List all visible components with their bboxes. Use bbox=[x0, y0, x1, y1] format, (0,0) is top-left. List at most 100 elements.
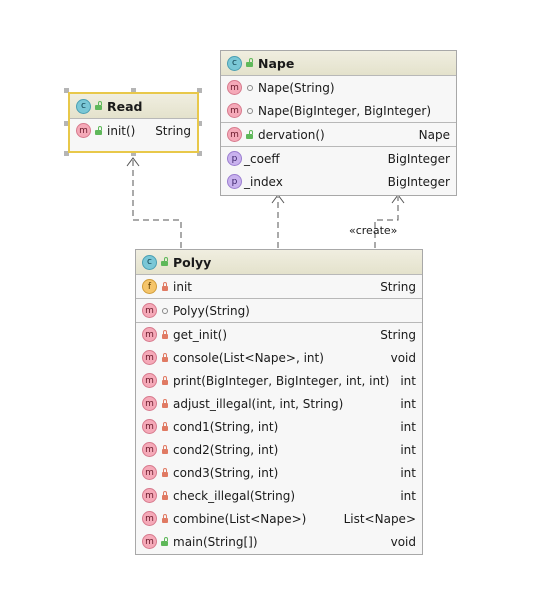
lock-icon bbox=[160, 444, 169, 454]
method-icon: m bbox=[142, 303, 157, 318]
class-read-name: Read bbox=[107, 98, 143, 114]
method-type: int bbox=[400, 396, 416, 411]
field-icon: f bbox=[142, 279, 157, 294]
property-name: _coeff bbox=[244, 151, 280, 166]
method-type: int bbox=[400, 373, 416, 388]
method-type: int bbox=[400, 465, 416, 480]
member-row[interactable]: m Nape(String) bbox=[221, 76, 456, 99]
method-type: int bbox=[400, 488, 416, 503]
property-name: _index bbox=[244, 174, 283, 189]
member-row[interactable]: p _index BigInteger bbox=[221, 170, 456, 193]
method-name: combine(List<Nape>) bbox=[173, 511, 307, 526]
method-name: init() bbox=[107, 123, 136, 138]
method-name: cond2(String, int) bbox=[173, 442, 279, 457]
method-name: cond3(String, int) bbox=[173, 465, 279, 480]
selection-handle[interactable] bbox=[64, 151, 69, 156]
member-row[interactable]: m cond2(String, int) int bbox=[136, 438, 422, 461]
selection-handle[interactable] bbox=[131, 88, 136, 93]
member-row[interactable]: m Nape(BigInteger, BigInteger) bbox=[221, 99, 456, 122]
member-row[interactable]: m Polyy(String) bbox=[136, 298, 422, 322]
selection-handle[interactable] bbox=[64, 121, 69, 126]
method-type: List<Nape> bbox=[343, 511, 416, 526]
member-row[interactable]: m print(BigInteger, BigInteger, int, int… bbox=[136, 369, 422, 392]
class-read-header[interactable]: c Read bbox=[70, 94, 197, 119]
class-icon: c bbox=[227, 55, 242, 71]
class-nape[interactable]: c Nape m Nape(String) m Nape(BigInteger,… bbox=[220, 50, 457, 196]
member-row[interactable]: m dervation() Nape bbox=[221, 122, 456, 146]
public-icon bbox=[160, 536, 169, 546]
member-row[interactable]: m check_illegal(String) int bbox=[136, 484, 422, 507]
constructor-name: Nape(BigInteger, BigInteger) bbox=[258, 103, 432, 118]
lock-icon bbox=[160, 281, 169, 291]
method-icon: m bbox=[142, 534, 157, 549]
arrowhead-read bbox=[126, 157, 140, 167]
lock-icon bbox=[160, 375, 169, 385]
method-type: int bbox=[400, 419, 416, 434]
edge-polyy-read bbox=[132, 160, 182, 248]
public-icon bbox=[94, 101, 103, 111]
method-type: int bbox=[400, 442, 416, 457]
method-icon: m bbox=[142, 488, 157, 503]
method-icon: m bbox=[142, 511, 157, 526]
lock-icon bbox=[160, 421, 169, 431]
selection-handle[interactable] bbox=[64, 88, 69, 93]
lock-icon bbox=[160, 490, 169, 500]
method-type: String bbox=[155, 123, 191, 138]
constructor-name: Nape(String) bbox=[258, 80, 335, 95]
selection-handle[interactable] bbox=[197, 151, 202, 156]
edge-polyy-nape-create bbox=[374, 197, 399, 248]
class-icon: c bbox=[76, 98, 91, 114]
lock-icon bbox=[160, 329, 169, 339]
selection-handle[interactable] bbox=[197, 88, 202, 93]
class-polyy-name: Polyy bbox=[173, 254, 212, 270]
method-icon: m bbox=[142, 396, 157, 411]
member-row[interactable]: m console(List<Nape>, int) void bbox=[136, 346, 422, 369]
method-icon: m bbox=[142, 442, 157, 457]
field-name: init bbox=[173, 279, 192, 294]
method-icon: m bbox=[227, 127, 242, 142]
member-row[interactable]: m cond1(String, int) int bbox=[136, 415, 422, 438]
public-icon bbox=[245, 58, 254, 68]
class-nape-header[interactable]: c Nape bbox=[221, 51, 456, 76]
property-icon: p bbox=[227, 174, 242, 189]
member-row[interactable]: m get_init() String bbox=[136, 322, 422, 346]
method-icon: m bbox=[142, 419, 157, 434]
method-icon: m bbox=[142, 350, 157, 365]
method-type: void bbox=[390, 534, 416, 549]
lock-icon bbox=[160, 352, 169, 362]
member-row[interactable]: m main(String[]) void bbox=[136, 530, 422, 553]
method-icon: m bbox=[142, 327, 157, 342]
method-icon: m bbox=[142, 373, 157, 388]
member-row[interactable]: p _coeff BigInteger bbox=[221, 146, 456, 170]
package-icon bbox=[160, 306, 169, 315]
method-name: console(List<Nape>, int) bbox=[173, 350, 324, 365]
method-icon: m bbox=[142, 465, 157, 480]
lock-icon bbox=[160, 513, 169, 523]
property-icon: p bbox=[227, 151, 242, 166]
member-row[interactable]: m combine(List<Nape>) List<Nape> bbox=[136, 507, 422, 530]
method-name: cond1(String, int) bbox=[173, 419, 279, 434]
class-polyy-header[interactable]: c Polyy bbox=[136, 250, 422, 275]
class-polyy[interactable]: c Polyy f init String m Polyy(String) m … bbox=[135, 249, 423, 555]
method-name: dervation() bbox=[258, 127, 325, 142]
member-row[interactable]: m cond3(String, int) int bbox=[136, 461, 422, 484]
class-nape-name: Nape bbox=[258, 55, 295, 71]
member-row[interactable]: m adjust_illegal(int, int, String) int bbox=[136, 392, 422, 415]
lock-icon bbox=[160, 398, 169, 408]
public-icon bbox=[245, 129, 254, 139]
member-row[interactable]: m init() String bbox=[70, 119, 197, 142]
selection-handle[interactable] bbox=[197, 121, 202, 126]
selection-handle[interactable] bbox=[131, 151, 136, 156]
class-icon: c bbox=[142, 254, 157, 270]
member-row[interactable]: f init String bbox=[136, 275, 422, 298]
public-icon bbox=[94, 125, 103, 135]
class-read[interactable]: c Read m init() String bbox=[68, 92, 199, 153]
field-type: String bbox=[380, 279, 416, 294]
method-type: String bbox=[380, 327, 416, 342]
method-icon: m bbox=[227, 80, 242, 95]
package-icon bbox=[245, 83, 254, 92]
method-name: main(String[]) bbox=[173, 534, 258, 549]
property-type: BigInteger bbox=[387, 151, 450, 166]
method-name: check_illegal(String) bbox=[173, 488, 295, 503]
constructor-name: Polyy(String) bbox=[173, 303, 250, 318]
